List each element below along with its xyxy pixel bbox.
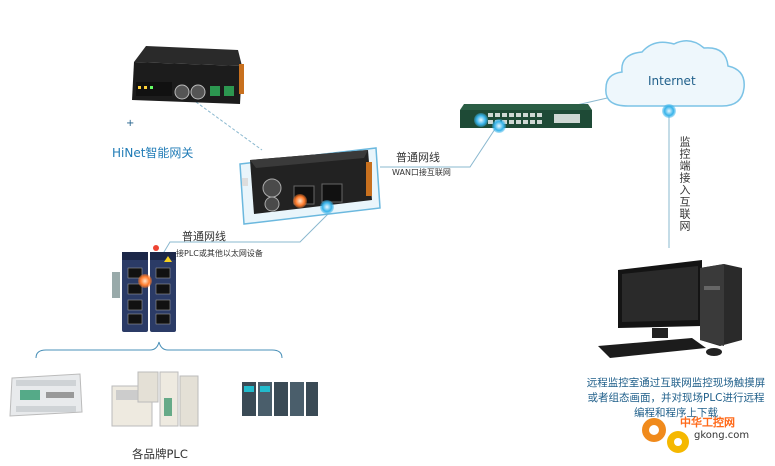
internet-cloud: [598, 36, 750, 114]
plc-device-modular-white: [108, 368, 204, 430]
link-left-subtitle: 接PLC或其他以太网设备: [176, 249, 263, 258]
remote-description: 远程监控室通过互联网监控现场触摸屏 或者组态画面，并对现场PLC进行远程 编程和…: [578, 376, 774, 421]
watermark-cn: 中华工控网: [680, 416, 735, 429]
gateway-label: HiNet智能网关: [112, 146, 194, 160]
switch-port-marker-right: [492, 119, 506, 133]
switch-port-marker-left: [474, 113, 488, 127]
link-top-subtitle: WAN口接互联网: [392, 168, 451, 177]
hinet-gateway-device: [126, 44, 244, 110]
link-left-title: 普通网线: [182, 230, 226, 243]
internet-label: Internet: [648, 74, 696, 88]
remote-description-line-1: 远程监控室通过互联网监控现场触摸屏: [586, 377, 766, 389]
plus-mark: +: [126, 118, 135, 129]
gateway-wan-port-marker: [320, 200, 334, 214]
remote-computer: [596, 256, 746, 362]
link-vertical-label: 监控端接入互联网: [678, 136, 691, 232]
plc-label: 各品牌PLC: [132, 447, 188, 461]
plc-device-rack: [240, 378, 320, 418]
remote-description-line-2: 或者组态画面，并对现场PLC进行远程: [587, 392, 765, 404]
link-top-title: 普通网线: [396, 151, 440, 164]
plc-device-compact: [6, 372, 84, 418]
watermark-url: gkong.com: [694, 430, 750, 441]
gear-icon: [642, 418, 689, 453]
gateway-lan-port-marker: [293, 194, 307, 208]
industrial-switch: [108, 242, 184, 334]
gkong-watermark: 中华工控网 gkong.com: [634, 408, 774, 460]
internet-port-marker: [662, 104, 676, 118]
industrial-switch-port-marker: [138, 274, 152, 288]
gateway-zoom-callout: [236, 142, 382, 226]
remote-description-line-3: 编程和程序上下载: [634, 407, 718, 419]
